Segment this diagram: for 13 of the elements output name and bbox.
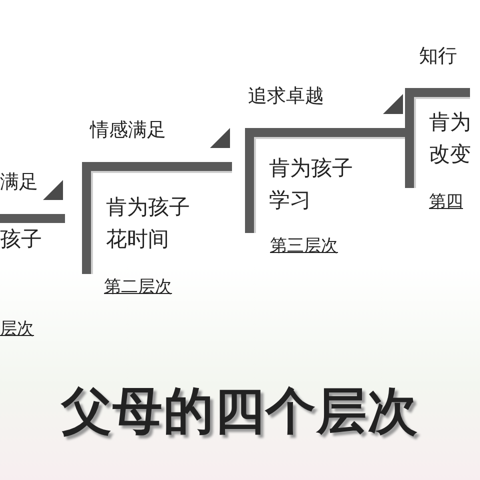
level-label: 层次 (0, 318, 34, 340)
level-label: 第四 (429, 191, 463, 213)
level-label: 第三层次 (270, 235, 338, 257)
step-text: 肯为孩子学习 (269, 155, 354, 214)
step-heading: 知行 (419, 44, 457, 68)
step-text: 肯为孩子花时间 (106, 194, 191, 253)
step-text: 肯为改变 (429, 109, 472, 168)
level-label: 第二层次 (104, 276, 172, 298)
step-heading: 满足 (0, 170, 38, 194)
step-heading: 追求卓越 (248, 84, 324, 108)
diagram-title: 父母的四个层次 (60, 381, 420, 442)
step-heading: 情感满足 (90, 118, 166, 142)
step-text: 孩子 (0, 226, 43, 253)
